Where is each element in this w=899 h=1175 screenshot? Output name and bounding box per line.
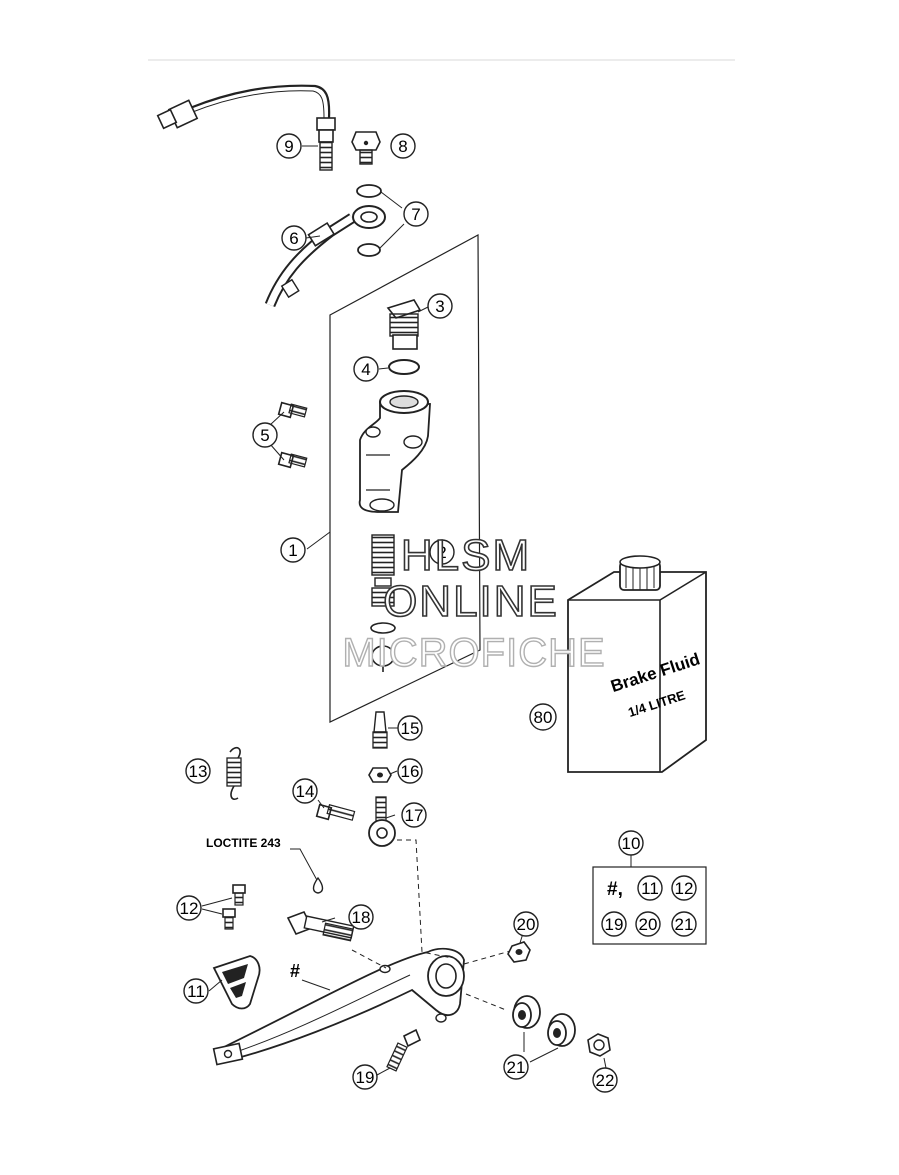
callout-14: 14 [292,778,318,804]
svg-text:12: 12 [675,879,694,898]
callout-21: 21 [503,1054,529,1080]
callout-2: 2 [429,539,455,565]
svg-text:21: 21 [675,915,694,934]
brake-light-switch [156,84,336,171]
assembly-panel [329,233,481,723]
callout-18: 18 [348,904,374,930]
svg-text:20: 20 [517,915,536,934]
svg-text:20: 20 [639,915,658,934]
callout-1: 1 [280,537,306,563]
sealing-washer-top [356,184,382,198]
callout-17: 17 [401,802,427,828]
watermark-line3: MICROFICHE [342,631,605,675]
push-rod [372,711,388,749]
watermark-line2: ONLINE [383,577,559,626]
callout-10: 10 [618,830,644,856]
pedal-hash-label: # [290,961,300,981]
kit-callout-20: 20 [635,911,661,937]
callout-12: 12 [176,895,202,921]
callout-4: 4 [353,356,379,382]
callout-20: 20 [513,911,539,937]
step-bolt-lower [222,908,236,930]
brake-pedal [212,947,465,1066]
clevis-bolt [386,1028,422,1072]
pivot-bushing [587,1033,611,1057]
callout-3: 3 [427,293,453,319]
callout-7: 7 [403,201,429,227]
svg-text:8: 8 [398,137,407,156]
assembly-line-bearings [465,993,507,1011]
return-spring [226,746,242,801]
svg-text:12: 12 [180,899,199,918]
loctite-drop-icon [312,876,324,894]
svg-text:16: 16 [401,762,420,781]
screw-lower [277,451,308,469]
pedal-step [212,955,261,1010]
svg-text:19: 19 [605,915,624,934]
clevis-fork [368,796,396,847]
svg-text:22: 22 [596,1071,615,1090]
kit-callout-21: 21 [671,911,697,937]
kit-callout-12: 12 [671,875,697,901]
svg-text:15: 15 [401,719,420,738]
svg-text:14: 14 [296,782,315,801]
kit-box-hash: #, [607,879,623,900]
svg-text:6: 6 [289,229,298,248]
svg-text:11: 11 [641,879,659,898]
reservoir-cap [386,299,422,350]
svg-text:4: 4 [361,360,370,379]
callout-6: 6 [281,225,307,251]
callout-11: 11 [183,978,209,1004]
svg-text:11: 11 [187,982,205,1001]
master-cylinder-body [358,390,431,513]
loctite-label: LOCTITE 243 [206,836,281,850]
callout-16: 16 [397,758,423,784]
svg-text:13: 13 [189,762,208,781]
svg-text:19: 19 [356,1068,375,1087]
kit-callout-11: 11 [637,875,663,901]
svg-text:2: 2 [437,543,446,562]
assembly-line-nut [463,949,515,965]
svg-text:10: 10 [622,834,641,853]
banjo-bolt [351,131,381,165]
callout-15: 15 [397,715,423,741]
screw-upper [277,401,308,419]
assembly-line-clevis [397,839,453,959]
piston-kit [370,534,396,672]
svg-text:80: 80 [534,708,553,727]
svg-text:18: 18 [352,908,371,927]
callout-8: 8 [390,133,416,159]
assembly-line-bolt [351,949,387,969]
callout-9: 9 [276,133,302,159]
brake-hose [264,205,386,308]
loctite-leader [290,848,319,883]
svg-text:5: 5 [260,426,269,445]
pedal-bolt [286,910,355,942]
svg-text:17: 17 [405,806,424,825]
bearing-2 [547,1013,576,1047]
watermark-line1: HLSM [401,531,531,580]
o-ring [388,359,420,375]
kit-box [592,866,707,945]
pivot-bolt [315,803,356,821]
callout-13: 13 [185,758,211,784]
kit-callout-19: 19 [601,911,627,937]
callout-19: 19 [352,1064,378,1090]
svg-text:3: 3 [435,297,444,316]
brake-fluid-can: Brake Fluid 1/4 LITRE [567,555,707,773]
bearing-1 [512,995,541,1029]
svg-text:7: 7 [411,205,420,224]
sealing-washer-bottom [357,243,381,257]
svg-text:1: 1 [288,541,297,560]
svg-text:9: 9 [284,137,293,156]
callout-5: 5 [252,422,278,448]
callout-80: 80 [529,703,557,731]
svg-text:21: 21 [507,1058,526,1077]
callout-22: 22 [592,1067,618,1093]
step-bolt-upper [232,884,246,906]
